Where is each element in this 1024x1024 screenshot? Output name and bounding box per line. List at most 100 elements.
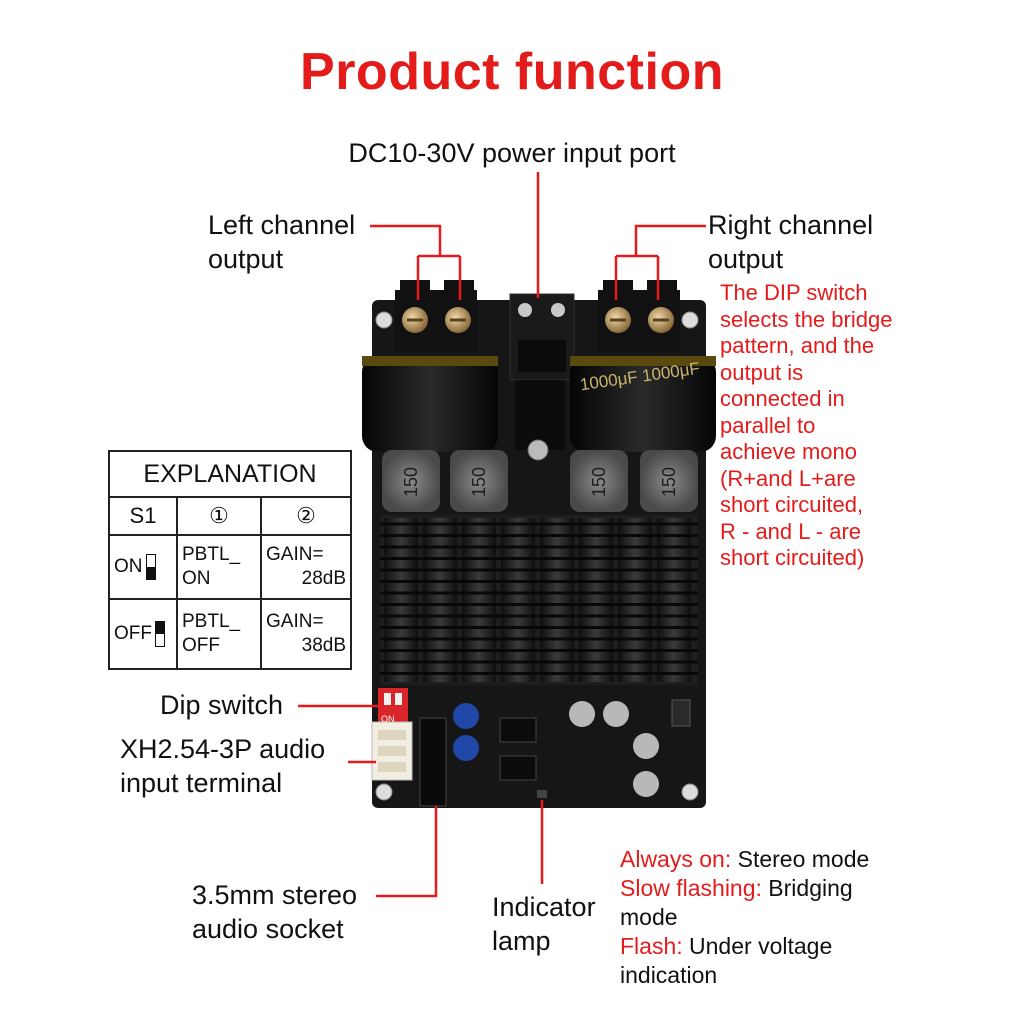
- inductor-marking: 150: [659, 467, 679, 497]
- lamp-legend-key: Slow flashing:: [620, 875, 762, 901]
- power-input-terminal: [509, 293, 575, 381]
- left-channel-label-line1: Left channel: [208, 210, 356, 240]
- explanation-row-on: ON PBTL_ ON GAIN= 28dB: [108, 534, 352, 600]
- page-title: Product function: [300, 43, 724, 101]
- right-electrolytic-capacitor: 1000μF 1000μF: [570, 356, 716, 452]
- gain-line2: 28dB: [301, 568, 346, 589]
- lamp-legend-line: mode: [620, 903, 869, 932]
- right-channel-label-line1: Right channel: [708, 210, 874, 240]
- power-port-label: DC10-30V power input port: [348, 138, 676, 168]
- right-channel-label-line2: output: [708, 244, 784, 274]
- heatsink: [380, 515, 698, 685]
- led-indicator: [537, 790, 547, 798]
- lamp-legend-key: Flash:: [620, 933, 683, 959]
- dip-note-line: R - and L - are: [720, 518, 862, 544]
- gain-cell: GAIN= 28dB: [260, 534, 352, 600]
- right-output-terminal: [598, 280, 680, 352]
- left-electrolytic-capacitor: [362, 356, 498, 452]
- mode-cell: PBTL_ OFF: [176, 598, 262, 670]
- heatsink-fin: [618, 518, 652, 682]
- mode-line1: PBTL_: [182, 544, 241, 565]
- dip-switch: ON: [378, 688, 408, 726]
- inductor-row: 150 150 150 150: [382, 450, 698, 512]
- indicator-label-line1: Indicator: [492, 892, 596, 922]
- socket-label-line1: 3.5mm stereo: [192, 880, 358, 910]
- xh-terminal-label-line1: XH2.54-3P audio: [120, 734, 326, 764]
- xh-terminal-label-line2: input terminal: [120, 768, 283, 798]
- dip-note-line: pattern, and the: [720, 333, 875, 358]
- left-output-terminal: [395, 280, 477, 352]
- mode-cell: PBTL_ ON: [176, 534, 262, 600]
- lamp-legend-text: Stereo mode: [731, 846, 870, 872]
- mounting-hole: [681, 311, 699, 329]
- gain-line1: GAIN=: [266, 611, 324, 632]
- heatsink-fin: [423, 518, 457, 682]
- switch-state-label: ON: [114, 556, 143, 578]
- inductor-marking: 150: [401, 467, 421, 497]
- mounting-hole: [375, 783, 393, 801]
- ic-chip: [499, 717, 537, 743]
- inductor-marking: 150: [589, 467, 609, 497]
- mounting-hole: [375, 311, 393, 329]
- dip-note-line: The DIP switch: [720, 280, 868, 305]
- lamp-legend-key: Always on:: [620, 846, 732, 872]
- mounting-hole: [681, 783, 699, 801]
- callout-lines: [298, 172, 706, 898]
- blue-capacitor: [453, 735, 479, 761]
- dip-note-line: connected in: [720, 386, 845, 411]
- dip-switch-label: Dip switch: [160, 690, 284, 720]
- dip-note-line: output is: [720, 359, 804, 385]
- heatsink-fin: [657, 518, 691, 682]
- explanation-header: EXPLANATION: [108, 450, 352, 498]
- lamp-legend-line: Slow flashing: Bridging: [620, 874, 869, 903]
- heatsink-fin: [462, 518, 496, 682]
- mode-line1: PBTL_: [182, 611, 241, 632]
- smd-component: [671, 699, 691, 727]
- switch-off-icon: [155, 621, 165, 647]
- col-2-header: ②: [260, 496, 352, 536]
- heatsink-fin: [579, 518, 613, 682]
- switch-state-cell: OFF: [108, 598, 178, 670]
- heatsink-fin: [540, 518, 574, 682]
- explanation-row-off: OFF PBTL_ OFF GAIN= 38dB: [108, 598, 352, 670]
- mode-line2: ON: [182, 568, 211, 589]
- indicator-label-line2: lamp: [492, 926, 551, 956]
- gain-cell: GAIN= 38dB: [260, 598, 352, 670]
- lamp-legend-text: indication: [620, 962, 718, 988]
- xh-input-connector: [371, 721, 413, 781]
- col-1-header: ①: [176, 496, 262, 536]
- gain-line2: 38dB: [301, 635, 346, 656]
- dip-note-line: (R+and L+are: [720, 465, 856, 491]
- switch-on-icon: [145, 554, 156, 580]
- inductor-marking: 150: [469, 467, 489, 497]
- lamp-legend-text: Bridging: [761, 875, 853, 901]
- socket-label-line2: audio socket: [192, 914, 344, 944]
- dip-note-line: parallel to: [720, 412, 816, 438]
- col-s1-header: S1: [108, 496, 178, 536]
- lamp-legend-text: mode: [620, 904, 678, 930]
- dip-note-line: selects the bridge: [720, 306, 893, 332]
- gain-line1: GAIN=: [266, 544, 324, 565]
- ic-chip: [499, 755, 537, 781]
- dip-note-line: achieve mono: [720, 439, 857, 464]
- svg-text:ON: ON: [381, 714, 395, 724]
- mode-line2: OFF: [182, 635, 220, 656]
- explanation-table: EXPLANATION S1 ① ② ON PBTL_ON GAIN=28dB …: [108, 450, 352, 670]
- lamp-legend-line: indication: [620, 961, 869, 990]
- switch-state-label: OFF: [114, 623, 152, 645]
- center-regulator: [515, 380, 565, 450]
- lamp-legend-line: Flash: Under voltage: [620, 932, 869, 961]
- lamp-legend-line: Always on: Stereo mode: [620, 845, 869, 874]
- heatsink-fin: [501, 518, 535, 682]
- heatsink-fin: [384, 518, 418, 682]
- blue-capacitor: [453, 703, 479, 729]
- dip-note-line: short circuited,: [720, 492, 864, 517]
- audio-socket: [419, 717, 447, 807]
- smd-capacitors: [569, 701, 659, 797]
- lamp-legend-text: Under voltage: [682, 933, 833, 959]
- switch-state-cell: ON: [108, 534, 178, 600]
- center-screw: [527, 439, 549, 461]
